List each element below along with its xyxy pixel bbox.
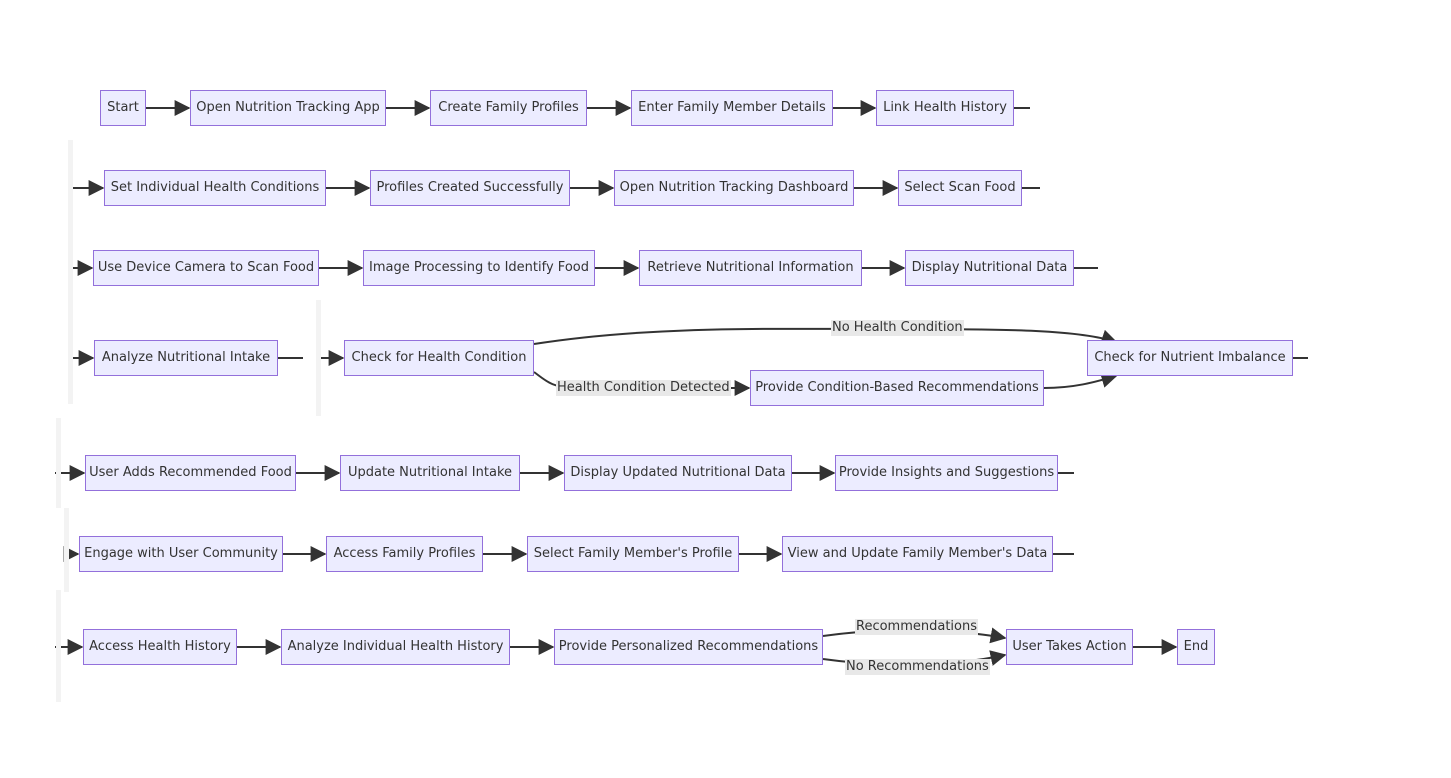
node-analyze-intake: Analyze Nutritional Intake: [94, 340, 278, 376]
node-link-history: Link Health History: [876, 90, 1014, 126]
node-select-member: Select Family Member's Profile: [527, 536, 739, 572]
node-display-data: Display Nutritional Data: [905, 250, 1074, 286]
node-use-camera: Use Device Camera to Scan Food: [93, 250, 319, 286]
node-condition-recs: Provide Condition-Based Recommendations: [750, 370, 1044, 406]
node-start: Start: [100, 90, 146, 126]
row-guide: [56, 590, 61, 702]
node-open-dashboard: Open Nutrition Tracking Dashboard: [614, 170, 854, 206]
node-check-condition: Check for Health Condition: [344, 340, 534, 376]
edge-connector: [1043, 372, 1118, 389]
node-analyze-history: Analyze Individual Health History: [281, 629, 510, 665]
node-enter-details: Enter Family Member Details: [631, 90, 833, 126]
node-open-app: Open Nutrition Tracking App: [190, 90, 386, 126]
node-set-conditions: Set Individual Health Conditions: [104, 170, 326, 206]
node-profiles-created: Profiles Created Successfully: [370, 170, 570, 206]
edge-label-no-health-condition: No Health Condition: [831, 320, 964, 336]
node-end: End: [1177, 629, 1215, 665]
node-retrieve-info: Retrieve Nutritional Information: [639, 250, 862, 286]
row-guide: [68, 218, 73, 302]
edge-label-health-condition-detected: Health Condition Detected: [556, 380, 731, 396]
node-select-scan: Select Scan Food: [898, 170, 1022, 206]
edge-label-recommendations: Recommendations: [855, 619, 979, 635]
node-create-profiles: Create Family Profiles: [430, 90, 587, 126]
node-access-profiles: Access Family Profiles: [326, 536, 483, 572]
node-view-update-member: View and Update Family Member's Data: [782, 536, 1053, 572]
node-image-processing: Image Processing to Identify Food: [363, 250, 595, 286]
edge-label-no-recommendations: No Recommendations: [845, 659, 990, 675]
node-user-adds-food: User Adds Recommended Food: [85, 455, 296, 491]
row-guide: [64, 508, 69, 592]
row-guide: [56, 418, 61, 508]
row-guide: [68, 140, 73, 222]
node-personalized-recs: Provide Personalized Recommendations: [554, 629, 823, 665]
row-guide: [68, 302, 73, 404]
node-update-intake: Update Nutritional Intake: [340, 455, 520, 491]
node-display-updated: Display Updated Nutritional Data: [564, 455, 792, 491]
node-community: Engage with User Community: [79, 536, 283, 572]
node-check-imbalance: Check for Nutrient Imbalance: [1087, 340, 1293, 376]
node-insights: Provide Insights and Suggestions: [835, 455, 1058, 491]
edge-connector: [533, 327, 1118, 346]
row-guide: [316, 300, 321, 416]
node-access-history: Access Health History: [83, 629, 237, 665]
node-user-action: User Takes Action: [1006, 629, 1133, 665]
